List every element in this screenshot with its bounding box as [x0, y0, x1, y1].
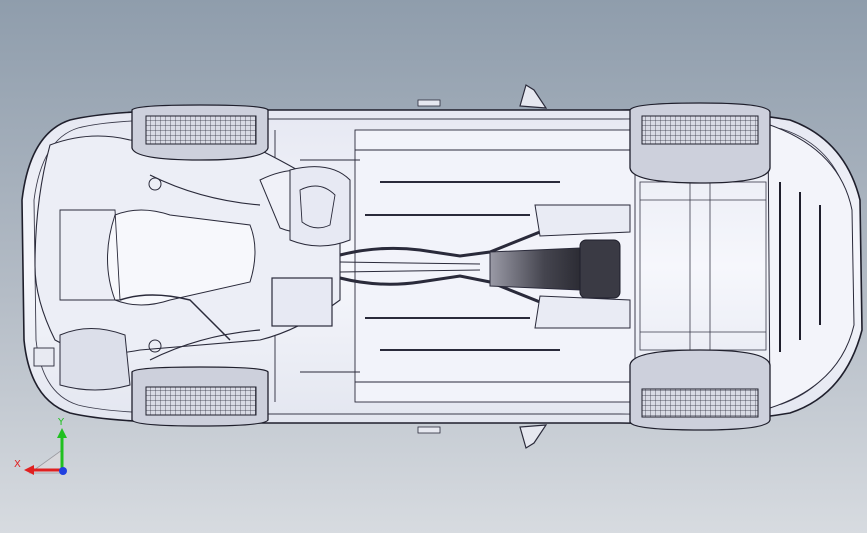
exhaust-system[interactable] [339, 204, 631, 329]
side-mirror-right[interactable] [519, 424, 548, 449]
rear-right-wheel[interactable] [629, 349, 771, 431]
muffler[interactable] [271, 277, 333, 327]
fuel-tank[interactable] [289, 166, 351, 247]
side-mirror-left[interactable] [519, 84, 548, 109]
rear-left-wheel[interactable] [629, 102, 771, 184]
front-left-wheel[interactable] [131, 104, 269, 161]
front-right-wheel[interactable] [131, 366, 269, 427]
rear-bumper[interactable] [767, 124, 855, 409]
